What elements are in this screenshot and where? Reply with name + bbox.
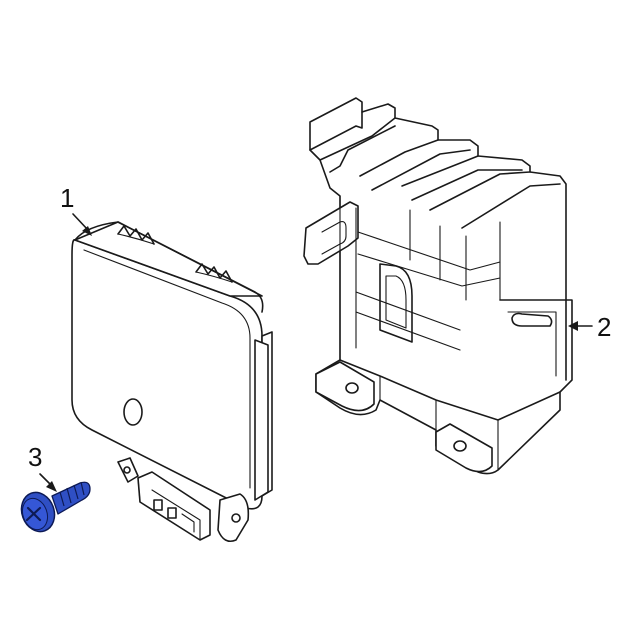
callout-2: 2 [568, 312, 611, 342]
callout-2-arrowhead [568, 321, 578, 331]
callout-3-label: 3 [28, 442, 42, 472]
bracket-housing-part-2[interactable] [303, 97, 573, 475]
callout-3-arrowhead [46, 481, 57, 492]
callout-1-leader [72, 213, 89, 231]
screw-part-3[interactable] [16, 481, 91, 536]
callout-3: 3 [28, 442, 57, 492]
callout-2-label: 2 [597, 312, 611, 342]
callout-1: 1 [60, 183, 92, 236]
callout-1-arrowhead [82, 226, 92, 236]
control-module-part-1[interactable] [71, 221, 273, 543]
callout-1-label: 1 [60, 183, 74, 213]
